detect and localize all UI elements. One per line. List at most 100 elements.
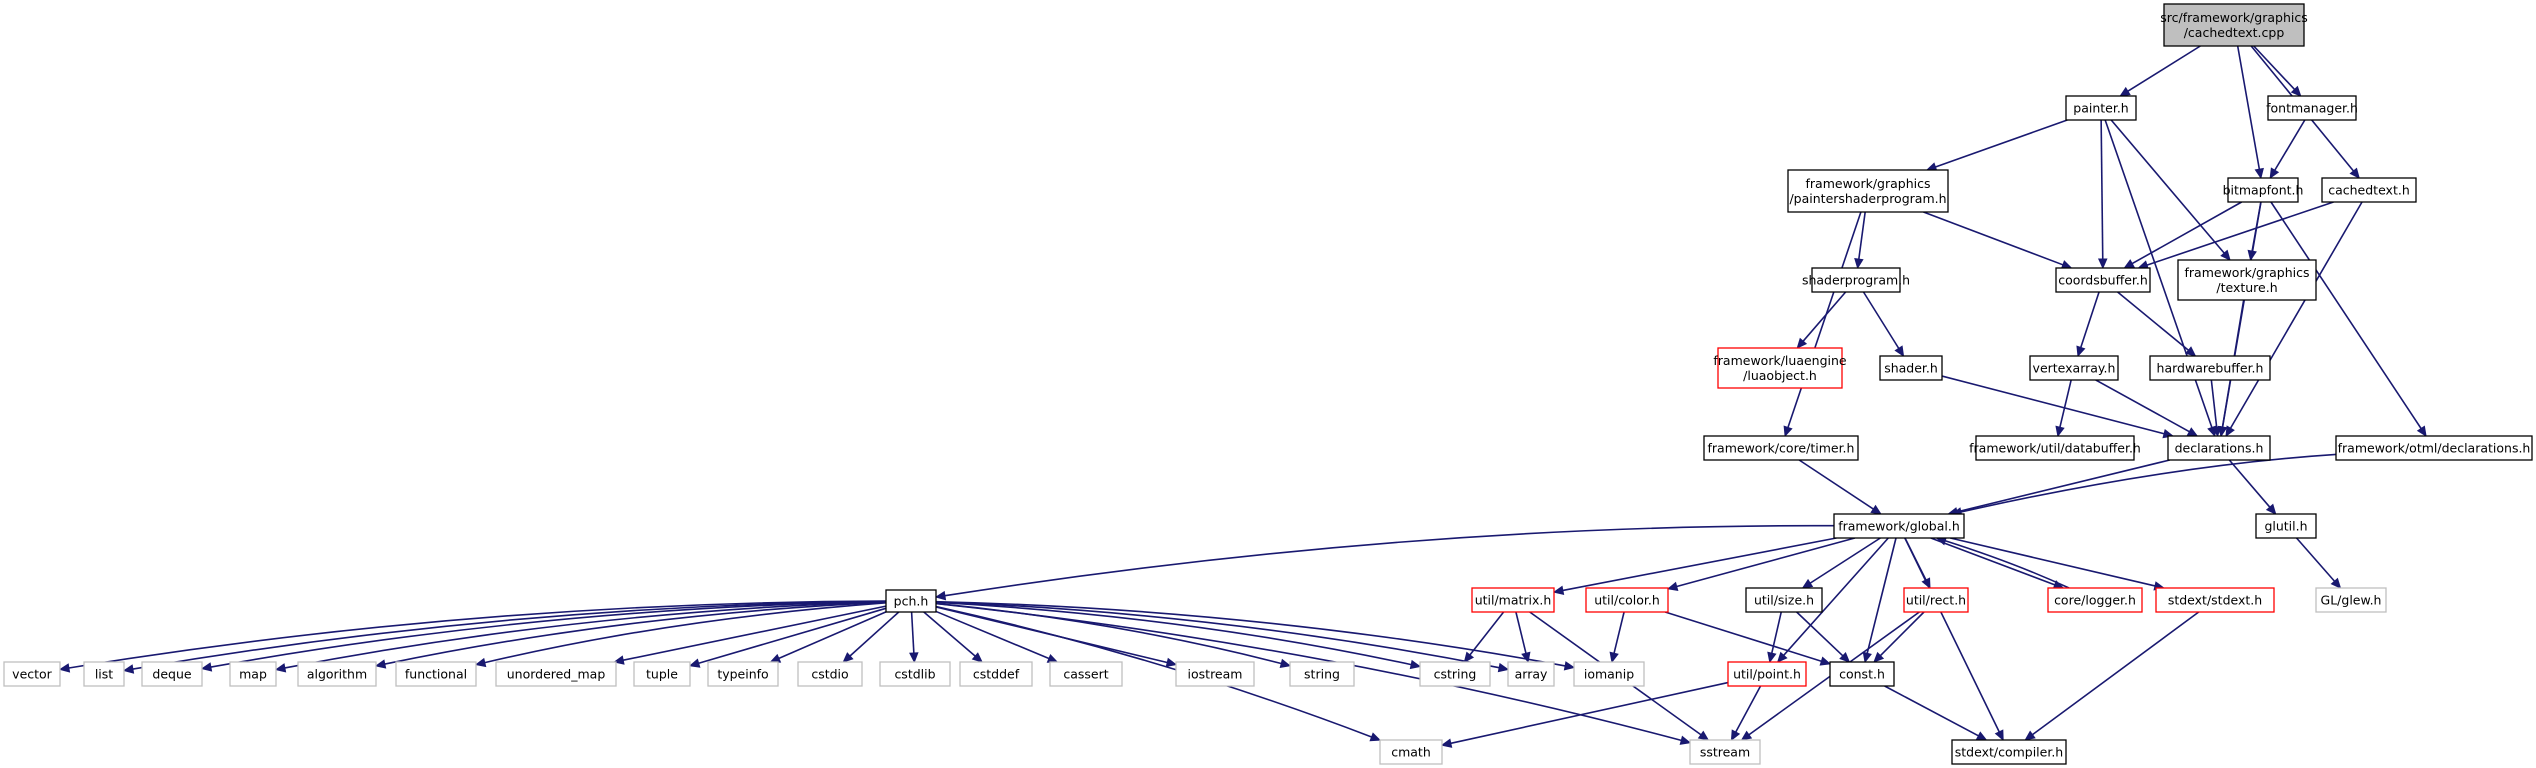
- arrowhead-texture-to-declarations: [2217, 425, 2228, 438]
- node-otml-declarations-h-box: [2335, 435, 2533, 461]
- node-list: list: [83, 661, 125, 687]
- node-otml-declarations-h[interactable]: framework/otml/declarations.h: [2335, 435, 2533, 461]
- node-vector: vector: [3, 661, 61, 687]
- node-unordered-map-box: [495, 661, 617, 687]
- node-cstring: cstring: [1419, 661, 1491, 687]
- edge-pshader-to-shaderprogram: [1858, 211, 1866, 260]
- node-stdext-h-label-0: stdext/stdext.h: [2168, 593, 2262, 608]
- arrowhead-root-to-cachedtexth: [2349, 167, 2360, 179]
- node-point-h[interactable]: util/point.h: [1727, 661, 1807, 687]
- node-timer-h[interactable]: framework/core/timer.h: [1703, 435, 1859, 461]
- edge-shaderprogram-to-luaobject: [1802, 291, 1847, 342]
- node-cachedtext-cpp[interactable]: src/framework/graphics/cachedtext.cpp: [2160, 3, 2308, 47]
- node-functional: functional: [395, 661, 477, 687]
- node-paintershaderprogram-h-label-1: /paintershaderprogram.h: [1789, 191, 1946, 206]
- node-typeinfo-label-0: typeinfo: [717, 667, 768, 682]
- node-pch-h[interactable]: pch.h: [885, 589, 937, 613]
- node-shader-h-label-0: shader.h: [1884, 361, 1938, 376]
- node-tuple-label-0: tuple: [646, 667, 678, 682]
- edge-vertexarray-to-databuffer: [2059, 379, 2072, 428]
- node-algorithm: algorithm: [297, 661, 377, 687]
- node-fontmanager-h[interactable]: fontmanager.h: [2266, 95, 2358, 121]
- arrowhead-pshader-to-shaderprogram: [1854, 257, 1864, 270]
- node-functional-label-0: functional: [405, 667, 467, 682]
- edge-bitmapfont-to-otmldecl: [2270, 201, 2422, 429]
- node-compiler-h-box: [1951, 739, 2067, 765]
- node-size-h[interactable]: util/size.h: [1745, 587, 1823, 613]
- arrowhead-bitmapfont-to-coordsbuffer: [2123, 259, 2135, 269]
- node-color-h-label-0: util/color.h: [1594, 593, 1660, 608]
- node-fontmanager-h-label-0: fontmanager.h: [2266, 101, 2358, 116]
- node-cachedtext-h[interactable]: cachedtext.h: [2321, 177, 2417, 203]
- node-global-h-label-0: framework/global.h: [1838, 519, 1960, 534]
- node-texture-h[interactable]: framework/graphics/texture.h: [2177, 259, 2317, 301]
- node-typeinfo: typeinfo: [707, 661, 779, 687]
- node-tuple-box: [633, 661, 691, 687]
- dependency-edges: [58, 45, 2427, 748]
- arrowhead-vertexarray-to-databuffer: [2055, 425, 2065, 438]
- arrowhead-pch-to-sstream: [1679, 735, 1692, 745]
- node-luaobject-h[interactable]: framework/luaengine/luaobject.h: [1713, 347, 1847, 389]
- edge-pch-to-tuple: [698, 607, 887, 665]
- node-painter-h[interactable]: painter.h: [2065, 95, 2137, 121]
- node-vector-box: [3, 661, 61, 687]
- node-sstream-label-0: sstream: [1700, 745, 1750, 760]
- node-color-h-box: [1585, 587, 1669, 613]
- node-glew-h-label-0: GL/glew.h: [2321, 593, 2382, 608]
- node-cmath-label-0: cmath: [1391, 745, 1431, 760]
- node-hardwarebuffer-h-box: [2149, 355, 2271, 381]
- edge-stdext-to-compiler: [2032, 611, 2200, 736]
- node-coordsbuffer-h-box: [2055, 267, 2151, 293]
- node-paintershaderprogram-h[interactable]: framework/graphics/paintershaderprogram.…: [1787, 169, 1949, 213]
- edge-global-to-compiler: [1904, 537, 2000, 733]
- node-iostream: iostream: [1175, 661, 1255, 687]
- arrowhead-shaderprogram-to-luaobject: [1796, 337, 1808, 349]
- edge-point-to-cmath: [1450, 681, 1729, 745]
- node-rect-h[interactable]: util/rect.h: [1903, 587, 1969, 613]
- edge-root-to-bitmapfont: [2236, 45, 2261, 170]
- node-pch-h-label-0: pch.h: [894, 594, 929, 609]
- node-vector-label-0: vector: [12, 667, 53, 682]
- node-string-box: [1289, 661, 1355, 687]
- edge-painter-to-declarations: [2104, 119, 2213, 428]
- node-declarations-h[interactable]: declarations.h: [2167, 435, 2271, 461]
- node-logger-h-label-0: core/logger.h: [2054, 593, 2136, 608]
- node-size-h-label-0: util/size.h: [1754, 593, 1814, 608]
- edge-logger-to-global: [1944, 539, 2070, 589]
- node-color-h[interactable]: util/color.h: [1585, 587, 1669, 613]
- node-compiler-h[interactable]: stdext/compiler.h: [1951, 739, 2067, 765]
- edge-pch-to-cassert: [935, 610, 1050, 660]
- node-cachedtext-cpp-label-1: /cachedtext.cpp: [2184, 25, 2285, 40]
- arrowhead-global-to-compiler: [1994, 729, 2004, 742]
- node-databuffer-h[interactable]: framework/util/databuffer.h: [1969, 435, 2141, 461]
- node-shader-h[interactable]: shader.h: [1879, 355, 1943, 381]
- node-global-h[interactable]: framework/global.h: [1833, 513, 1965, 539]
- edge-painter-to-pshader: [1935, 119, 2068, 168]
- node-luaobject-h-box: [1717, 347, 1843, 389]
- arrowhead-pshader-to-timer: [1783, 425, 1793, 438]
- node-logger-h[interactable]: core/logger.h: [2047, 587, 2143, 613]
- arrowhead-rect-to-sstream: [1740, 730, 1753, 741]
- node-hardwarebuffer-h-label-0: hardwarebuffer.h: [2157, 361, 2264, 376]
- arrowhead-pch-to-map: [274, 663, 287, 673]
- node-map: map: [229, 661, 277, 687]
- edge-declarations-to-global: [1956, 459, 2170, 513]
- node-hardwarebuffer-h[interactable]: hardwarebuffer.h: [2149, 355, 2271, 381]
- node-shaderprogram-h[interactable]: shaderprogram.h: [1802, 267, 1910, 293]
- edge-pch-to-algorithm: [384, 601, 887, 665]
- node-bitmapfont-h[interactable]: bitmapfont.h: [2223, 177, 2304, 203]
- arrowhead-point-to-sstream: [1730, 729, 1741, 742]
- node-const-h[interactable]: const.h: [1829, 661, 1895, 687]
- node-matrix-h[interactable]: util/matrix.h: [1471, 587, 1555, 613]
- node-glutil-h[interactable]: glutil.h: [2255, 513, 2317, 539]
- node-compiler-h-label-0: stdext/compiler.h: [1955, 745, 2063, 760]
- node-timer-h-label-0: framework/core/timer.h: [1708, 441, 1855, 456]
- node-paintershaderprogram-h-label-0: framework/graphics: [1806, 176, 1931, 191]
- edge-global-to-logger: [1930, 537, 2056, 586]
- node-coordsbuffer-h[interactable]: coordsbuffer.h: [2055, 267, 2151, 293]
- node-cachedtext-cpp-label-0: src/framework/graphics: [2160, 10, 2307, 25]
- node-vertexarray-h[interactable]: vertexarray.h: [2029, 355, 2119, 381]
- node-stdext-h[interactable]: stdext/stdext.h: [2155, 587, 2275, 613]
- arrowhead-pch-to-cstddef: [971, 652, 983, 663]
- edge-pch-to-list: [132, 600, 887, 670]
